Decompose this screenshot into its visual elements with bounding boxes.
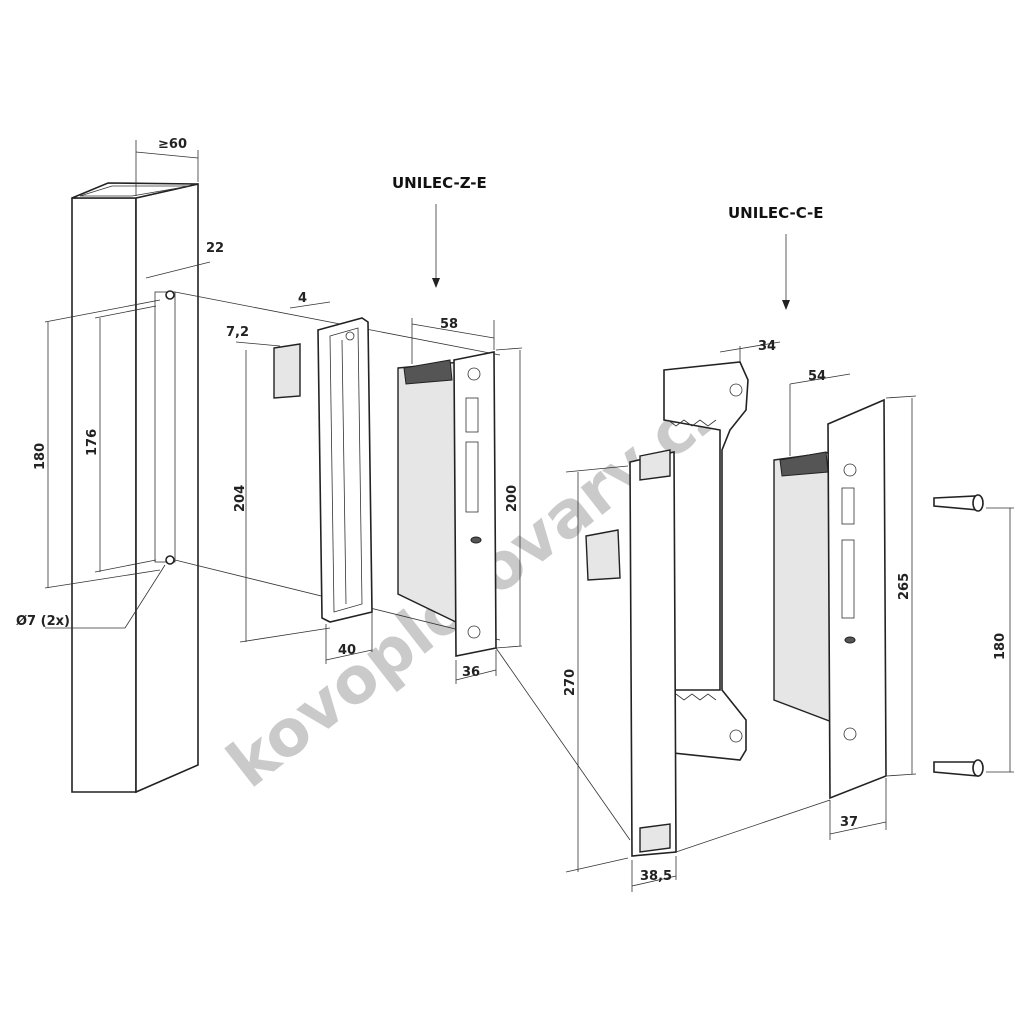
dim-c-bracket-depth: 34: [758, 339, 776, 354]
dim-cover-height: 204: [233, 485, 248, 512]
bracket-unilec-c-e: [663, 361, 749, 761]
c-dimension-lines: [495, 341, 1014, 892]
dim-c-depth: 54: [808, 369, 826, 384]
dim-c-bracket-width: 38,5: [640, 869, 672, 884]
dim-z-plate-width: 36: [462, 665, 480, 680]
dim-slot-offset: 22: [206, 241, 224, 256]
dim-c-bracket-height: 270: [563, 669, 578, 696]
lock-unilec-c-e: [773, 398, 887, 800]
dim-z-depth: 58: [440, 317, 458, 332]
title-unilec-c-e: UNILEC-C-E: [728, 204, 824, 222]
cover-plate: [273, 317, 373, 623]
dim-hole: Ø7 (2x): [16, 614, 70, 629]
dim-post-height: 180: [33, 443, 48, 470]
dim-z-height: 200: [505, 485, 520, 512]
dim-c-plate-width: 37: [840, 815, 858, 830]
z-dimension-lines: [411, 318, 523, 684]
title-unilec-z-e: UNILEC-Z-E: [392, 174, 487, 192]
square-post: [71, 182, 199, 794]
cover-dimension-lines: [235, 301, 373, 664]
dim-cover-width: 40: [338, 643, 356, 658]
dim-slot-length: 176: [85, 429, 100, 456]
dim-post-width: ≥60: [158, 137, 187, 152]
screws: [933, 494, 984, 777]
dim-screw-spacing: 180: [993, 633, 1008, 660]
dim-c-plate-height: 265: [897, 573, 912, 600]
dim-cover-clip: 7,2: [226, 325, 249, 340]
lock-unilec-z-e: [397, 351, 497, 657]
dim-cover-depth: 4: [298, 291, 307, 306]
